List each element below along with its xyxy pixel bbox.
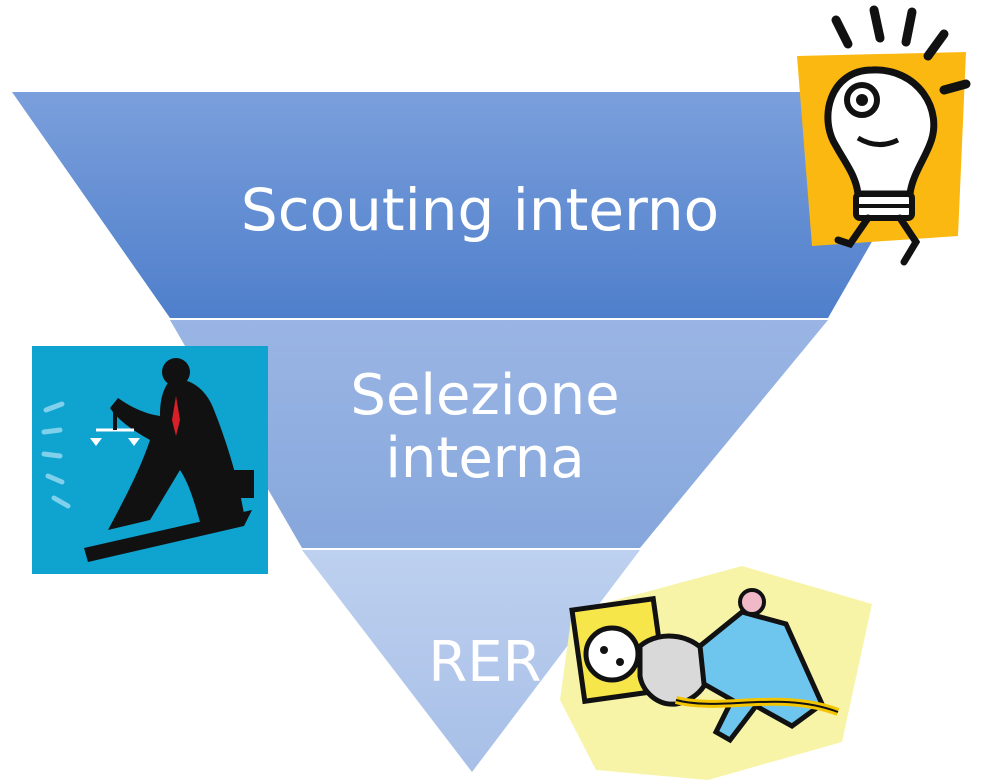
level-2-label-line1: Selezione [350, 363, 620, 428]
funnel-level-3 [302, 550, 640, 772]
person-unplugging-plug-icon [560, 566, 872, 780]
level-2-label: Selezione interna [260, 363, 710, 491]
level-1-label: Scouting interno [240, 176, 720, 244]
businessman-scales-icon [32, 346, 268, 574]
lightbulb-character-icon [797, 5, 971, 266]
funnel-level-2 [170, 320, 828, 548]
funnel-level-1 [12, 92, 958, 318]
level-2-label-line2: interna [385, 425, 585, 491]
level-3-label: RER [428, 630, 542, 695]
